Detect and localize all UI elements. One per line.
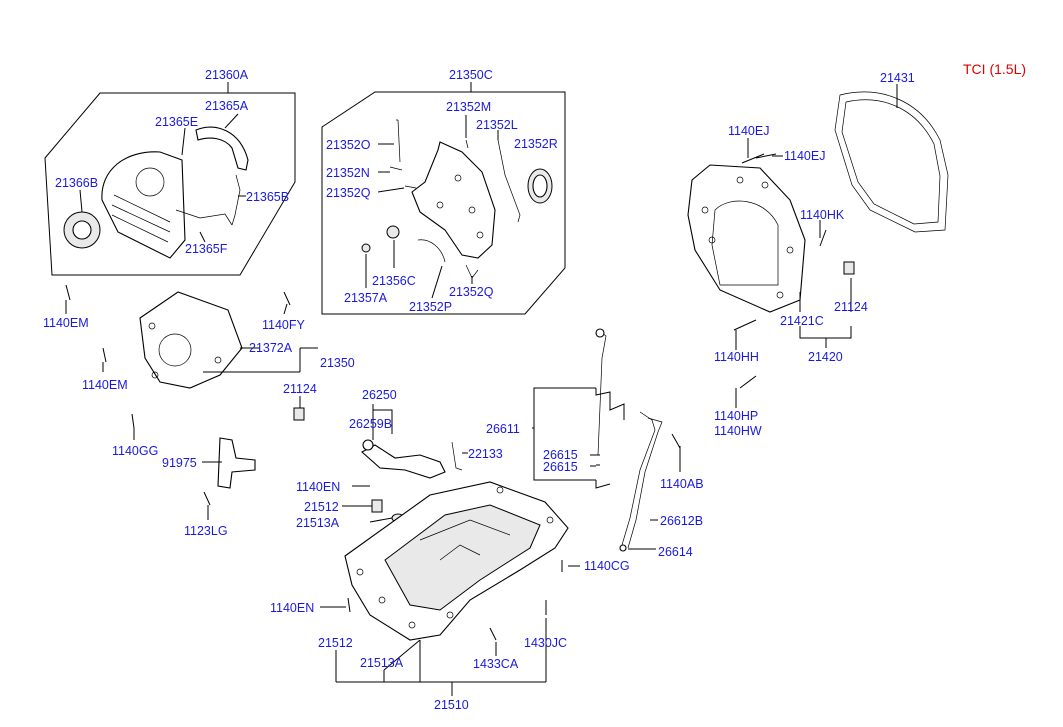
label-1430JC[interactable]: 1430JC	[524, 636, 568, 650]
label-21352L[interactable]: 21352L	[476, 118, 518, 132]
label-21360A[interactable]: 21360A	[205, 68, 249, 82]
label-21431[interactable]: 21431	[880, 71, 915, 85]
label-21357A[interactable]: 21357A	[344, 291, 388, 305]
label-21512-upper[interactable]: 21512	[304, 500, 339, 514]
label-1140HK[interactable]: 1140HK	[800, 208, 845, 222]
box-21360A	[44, 82, 296, 276]
leaders-left	[65, 300, 318, 520]
leaders-21360A	[79, 113, 246, 243]
label-21352N[interactable]: 21352N	[326, 166, 370, 180]
label-21420[interactable]: 21420	[808, 350, 843, 364]
label-21350[interactable]: 21350	[320, 356, 355, 370]
label-21356C[interactable]: 21356C	[372, 274, 416, 288]
label-1140EJ-upper[interactable]: 1140EJ	[728, 124, 770, 138]
part-dipstick	[595, 328, 681, 552]
label-1140FY[interactable]: 1140FY	[262, 318, 305, 332]
label-21352R[interactable]: 21352R	[514, 137, 558, 151]
variant-label: TCI (1.5L)	[963, 61, 1027, 77]
label-21124-right[interactable]: 21124	[834, 300, 868, 314]
label-1140EM-upper[interactable]: 1140EM	[43, 316, 89, 330]
label-21512-lower[interactable]: 21512	[318, 636, 353, 650]
part-bolts-left	[65, 284, 305, 506]
label-26614[interactable]: 26614	[658, 545, 693, 559]
label-21352M[interactable]: 21352M	[446, 100, 492, 114]
label-26611[interactable]: 26611	[486, 422, 520, 436]
label-1140EM-lower[interactable]: 1140EM	[82, 378, 128, 392]
label-26612B[interactable]: 26612B	[660, 514, 704, 528]
leaders-pan	[320, 565, 580, 696]
label-1140EJ-right[interactable]: 1140EJ	[784, 149, 826, 163]
label-21365E[interactable]: 21365E	[155, 115, 199, 129]
label-1140HH[interactable]: 1140HH	[714, 350, 759, 364]
leaders-strainer	[342, 404, 468, 523]
label-21372A[interactable]: 21372A	[249, 341, 293, 355]
label-1140EN-lower[interactable]: 1140EN	[270, 601, 315, 615]
label-21421C[interactable]: 21421C	[780, 314, 824, 328]
label-91975[interactable]: 91975	[162, 456, 197, 470]
part-lower-timing-cover	[139, 291, 243, 389]
part-housing-21421C	[687, 164, 806, 313]
label-21124-left[interactable]: 21124	[283, 382, 317, 396]
label-21366B[interactable]: 21366B	[55, 176, 99, 190]
part-oil-pan	[344, 481, 569, 641]
leaders-21350C	[365, 115, 499, 299]
label-1140GG[interactable]: 1140GG	[112, 444, 159, 458]
label-21513A-lower[interactable]: 21513A	[360, 656, 404, 670]
label-26259B[interactable]: 26259B	[349, 417, 393, 431]
label-22133[interactable]: 22133	[468, 447, 503, 461]
label-1140HP[interactable]: 1140HP	[714, 409, 759, 423]
label-21513A-upper[interactable]: 21513A	[296, 516, 340, 530]
label-1140CG[interactable]: 1140CG	[584, 559, 630, 573]
part-gasket-21431	[834, 91, 949, 233]
label-1140AB[interactable]: 1140AB	[660, 477, 704, 491]
label-21365A[interactable]: 21365A	[205, 99, 249, 113]
label-26250[interactable]: 26250	[362, 388, 397, 402]
label-21510[interactable]: 21510	[434, 698, 469, 712]
box-21350C	[321, 82, 566, 315]
label-21352P[interactable]: 21352P	[409, 300, 453, 314]
label-21352O[interactable]: 21352O	[326, 138, 371, 152]
label-21365B[interactable]: 21365B	[246, 190, 290, 204]
label-26615-upper[interactable]: 26615	[543, 448, 578, 462]
label-21352Q-upper[interactable]: 21352Q	[326, 186, 371, 200]
label-1140EN-upper[interactable]: 1140EN	[296, 480, 341, 494]
label-21352Q-lower[interactable]: 21352Q	[449, 285, 494, 299]
label-21350C[interactable]: 21350C	[449, 68, 493, 82]
part-timing-cover-inner	[361, 119, 553, 279]
label-1123LG[interactable]: 1123LG	[184, 524, 228, 538]
label-26615-lower[interactable]: 26615	[543, 460, 578, 474]
leaders-right	[735, 84, 898, 408]
part-bolts-right	[733, 153, 855, 389]
leaders-dipstick	[532, 387, 681, 550]
label-1140HW[interactable]: 1140HW	[714, 424, 762, 438]
label-21365F[interactable]: 21365F	[185, 242, 228, 256]
label-1433CA[interactable]: 1433CA	[473, 657, 519, 671]
part-timing-cover-upper	[63, 126, 249, 259]
